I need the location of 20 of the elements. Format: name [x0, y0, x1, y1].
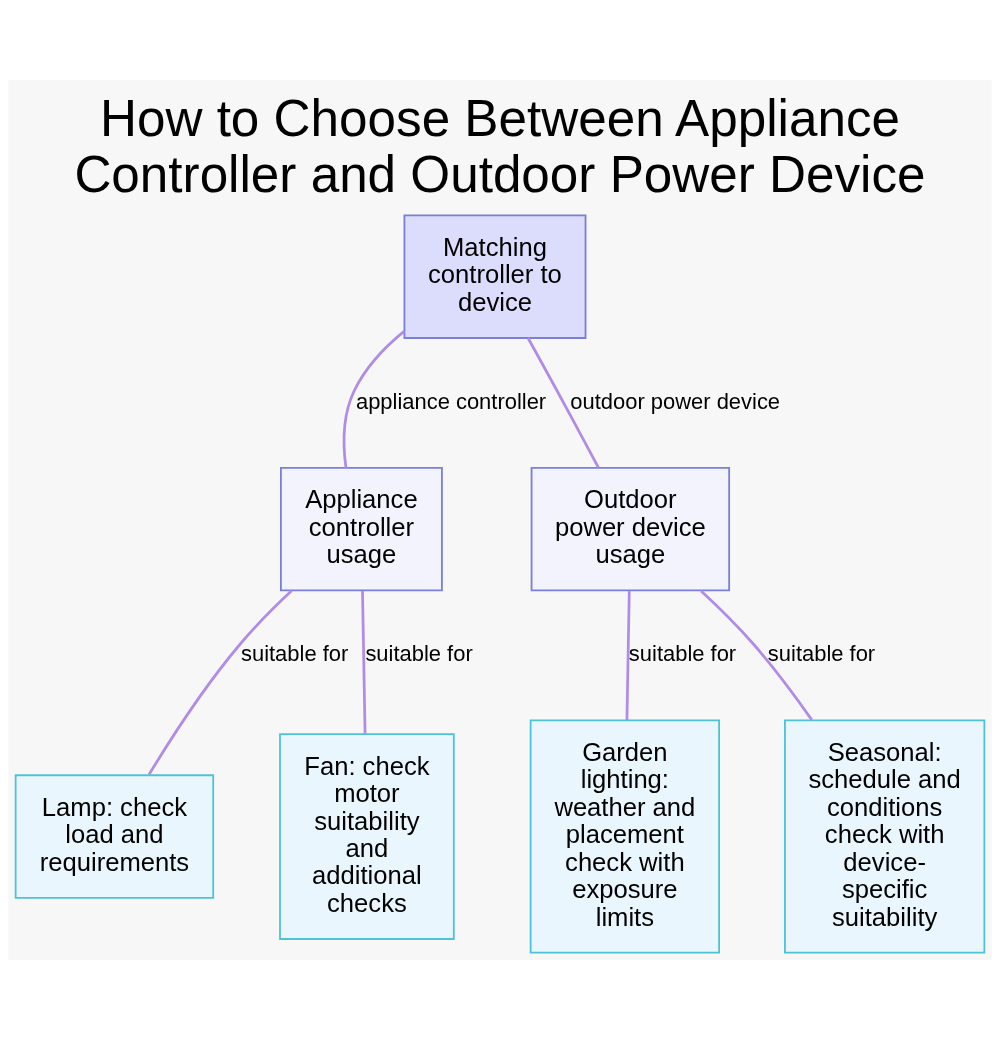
connector [526, 336, 600, 468]
node-box: Seasonal: schedule and conditions check with device-specific suitability [784, 718, 986, 954]
edge-label: suitable for [365, 640, 473, 666]
edge-label: suitable for [240, 640, 349, 666]
node-box: Matching controller to device [403, 213, 587, 339]
node-box: Garden lighting: weather and placement check with exposure limits [529, 718, 720, 954]
node-box: Outdoor power device usage [530, 466, 731, 591]
connector [361, 590, 367, 734]
node-box: Lamp: check load and requirements [14, 773, 215, 899]
edge-label: suitable for [767, 640, 876, 666]
connector [147, 589, 293, 775]
connector [342, 329, 406, 468]
node-box: Fan: check motor suitability and additional checks [279, 732, 455, 940]
diagram-title: How to Choose Between Appliance Controller and Outdoor Power Device [74, 89, 926, 203]
node-box: Appliance controller usage [280, 466, 443, 591]
edge-label: appliance controller [355, 388, 547, 414]
edge-label: outdoor power device [570, 388, 781, 414]
edge-label: suitable for [628, 640, 737, 666]
connector [700, 589, 813, 721]
connector [625, 590, 631, 720]
